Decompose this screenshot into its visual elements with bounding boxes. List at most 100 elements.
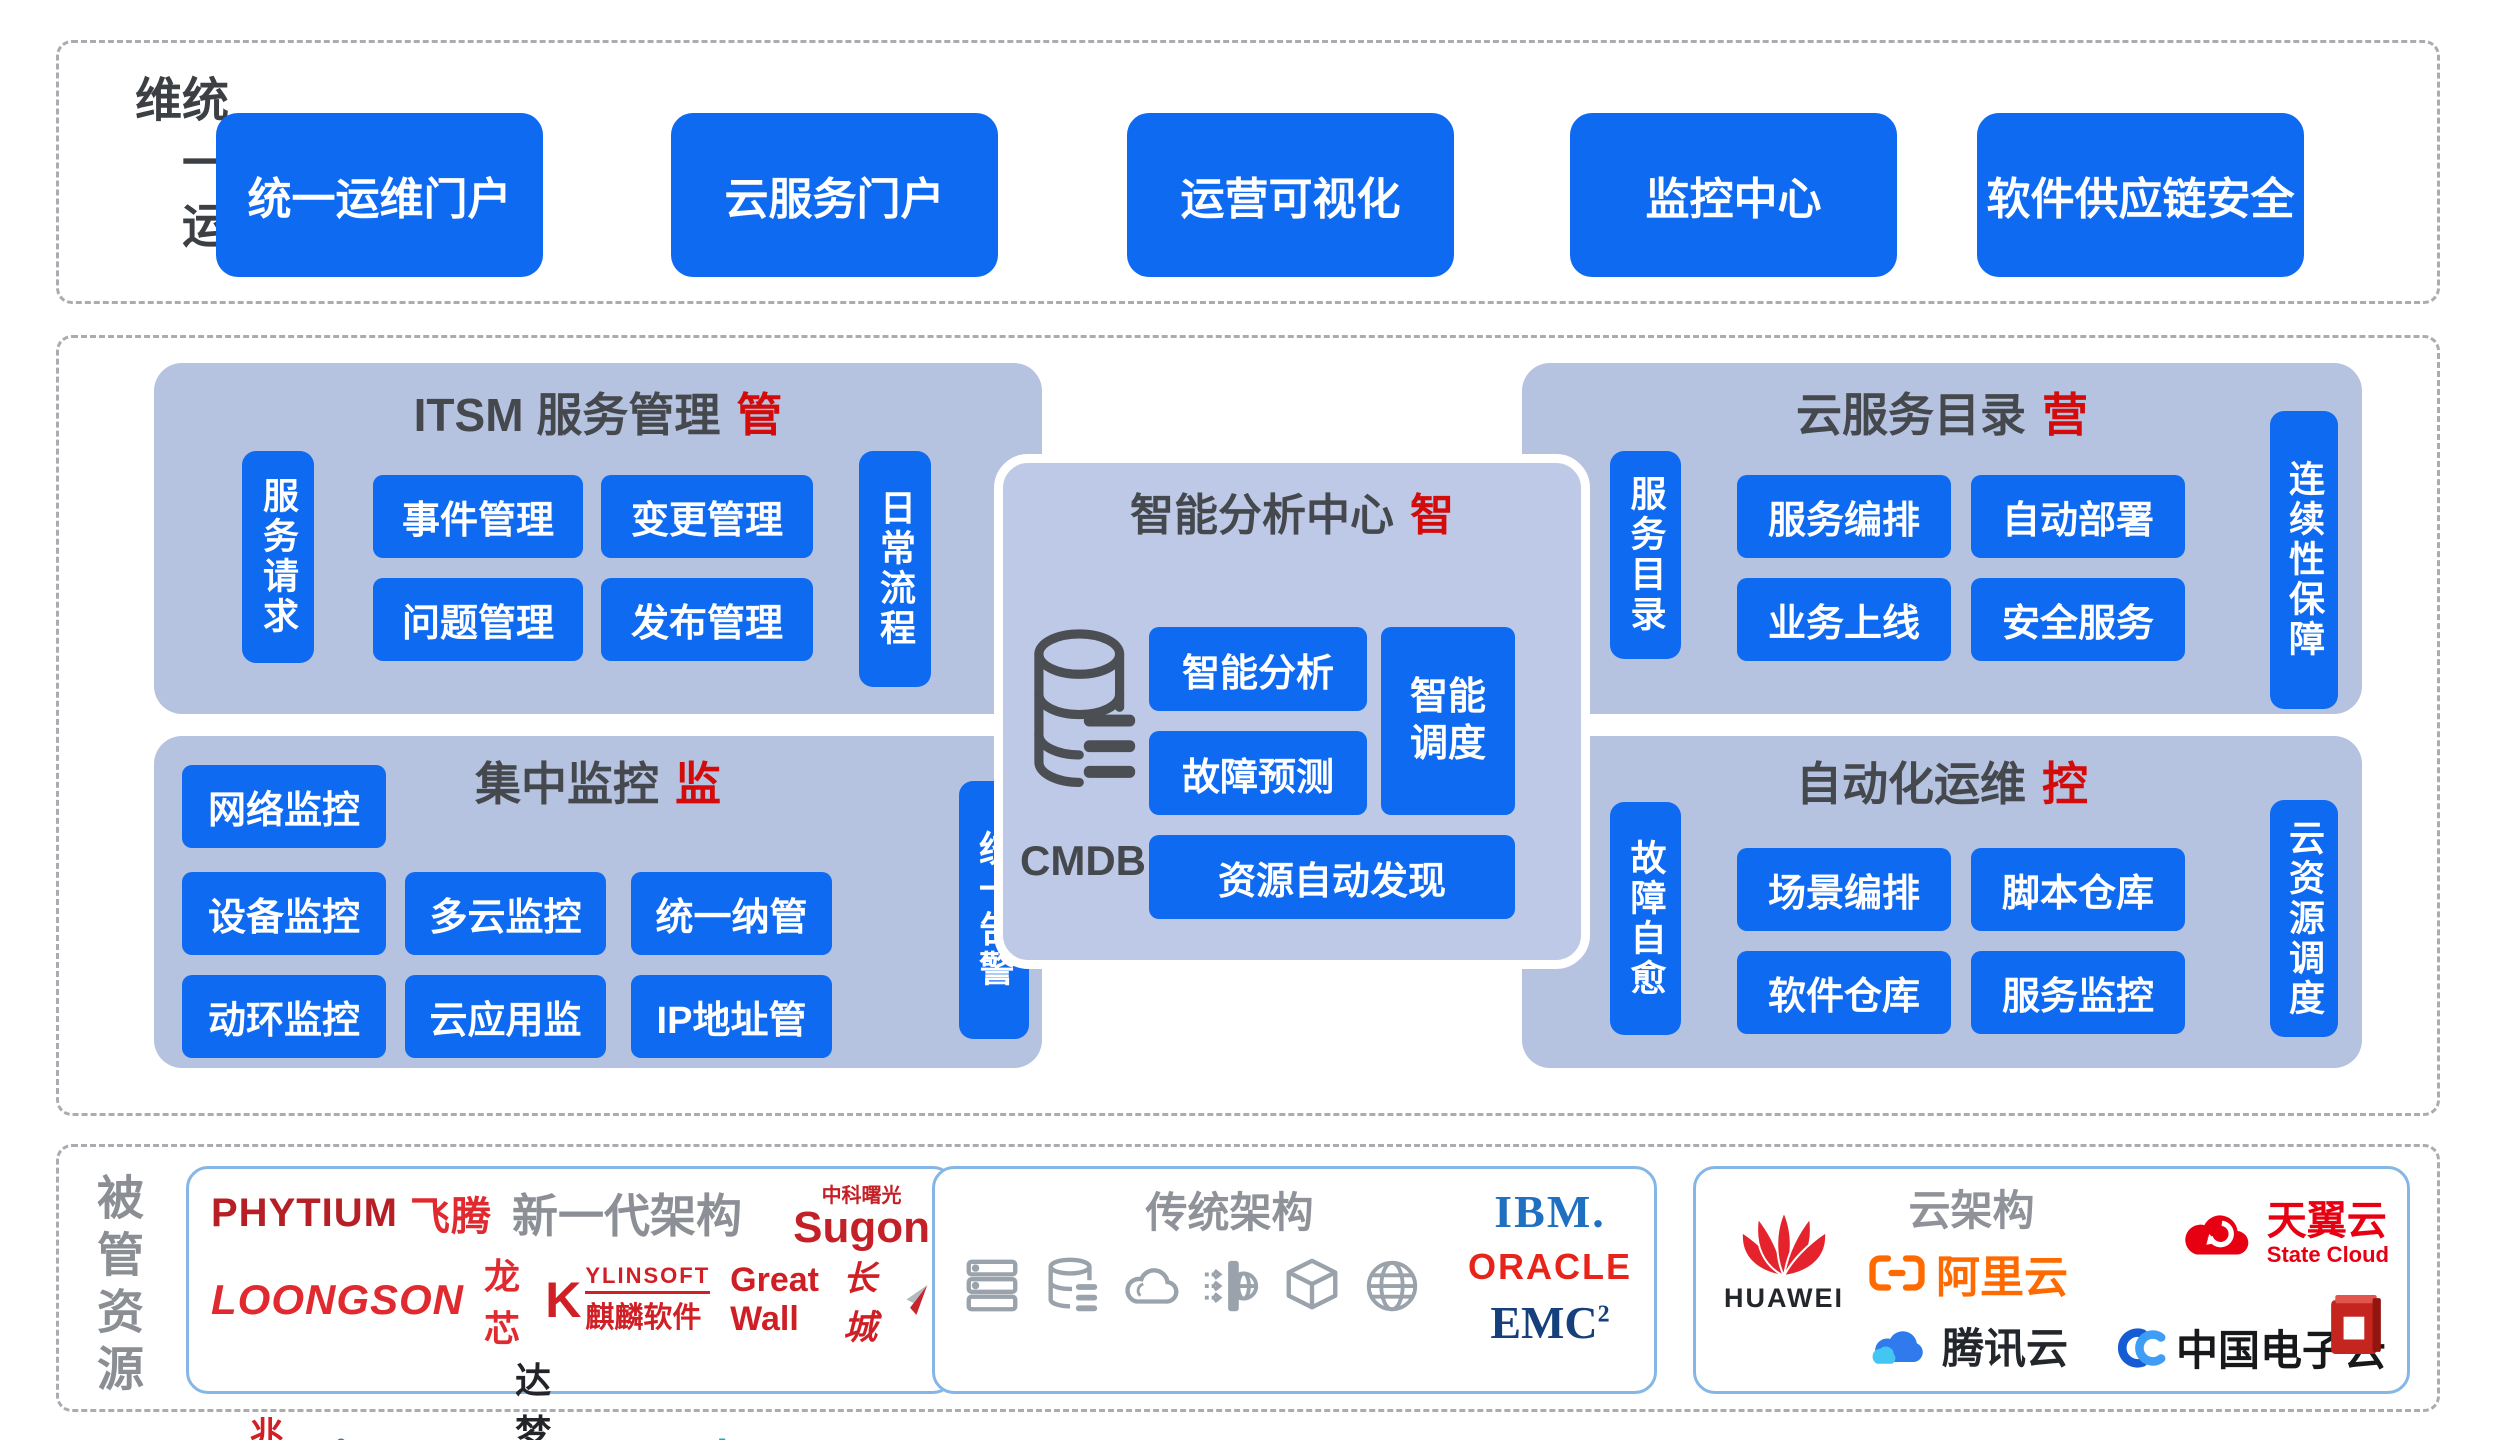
unified-access-block: 统一纳管 [631,872,832,955]
automation-tag: 控 [2042,758,2088,810]
emc-logo: EMC2 [1490,1297,1610,1348]
cloud-app-monitoring-block: 云应用监 [405,975,606,1058]
monitoring-tag: 监 [675,758,721,810]
fault-prediction-block: 故障预测 [1149,731,1367,815]
ctyun-logo: 天翼云 State Cloud [2177,1199,2389,1267]
sunway-icon [323,1438,359,1440]
self-healing-block: 故障自愈 [1610,802,1681,1035]
loongson-cn-logo: 龙芯 [484,1255,522,1349]
incident-mgmt-block: 事件管理 [373,475,583,558]
resource-auto-discovery-block: 资源自动发现 [1149,835,1515,919]
phytium-logo: PHYTIUM [211,1190,398,1235]
cloud-icon [1125,1268,1179,1304]
monitoring-center-block: 监控中心 [1570,113,1897,277]
cube-icon [1286,1258,1338,1310]
monitoring-panel-title: 集中监控监 [154,748,1042,814]
central-monitoring-panel: 集中监控监 网络监控 设备监控 多云监控 统一纳管 动环监控 云应用监 IP地址… [154,736,1042,1068]
automation-panel-title: 自动化运维控 [1522,748,2362,814]
ctyun-wordmark: 天翼云 [2266,1199,2387,1243]
intelligent-analysis-panel: 智能分析中心智 CMDB 智能分析 故障预测 智能调度 [994,454,1590,969]
catalog-panel-title: 云服务目录营 [1522,379,2362,445]
sunway-logo: sunway [371,1433,466,1440]
facility-monitoring-block: 动环监控 [182,975,386,1058]
analysis-tag: 智 [1410,491,1454,540]
phytium-cn-logo: 飞腾 [410,1195,492,1240]
auto-deploy-block: 自动部署 [1971,475,2185,558]
cec-cloud-icon [2118,1327,2166,1368]
ops-visualization-block: 运营可视化 [1127,113,1454,277]
managed-resources-side-label: 被管资源 [90,1173,143,1401]
continuity-assurance-block: 连续性保障 [2270,411,2338,709]
ibm-logo: IBM. [1494,1186,1606,1237]
newgen-title: 新一代架构 [512,1190,742,1243]
ctyun-en-wordmark: State Cloud [2266,1242,2389,1267]
globe-icon [1366,1260,1418,1312]
huawei-wordmark: HUAWEI [1724,1283,1844,1313]
service-request-block: 服务请求 [242,451,314,663]
dameng-icon [488,1434,507,1440]
itsm-title-text: ITSM 服务管理 [413,389,721,441]
tencent-cloud-logo: 腾讯云 [1868,1315,2068,1376]
huawei-logo: HUAWEI [1724,1209,1844,1314]
analysis-title-text: 智能分析中心 [1130,491,1394,540]
cmdb-database-icon [1034,629,1136,787]
tencent-cloud-icon [1872,1330,1923,1364]
portal-cloud-service-block: 云服务门户 [671,113,998,277]
release-mgmt-block: 发布管理 [601,578,813,661]
oracle-logo: ORACLE [1468,1246,1632,1287]
ip-address-mgmt-block: IP地址管 [631,975,832,1058]
cloud-catalog-panel: 云服务目录营 服务目录 服务编排 自动部署 业务上线 安全服务 连续性保障 [1522,363,2362,714]
alibaba-cloud-icon [1869,1255,1925,1291]
gateway-icon [1204,1260,1259,1312]
apusic-logo: Apusic [598,1431,751,1440]
service-orchestration-block: 服务编排 [1737,475,1951,558]
traditional-vendors-column: IBM. ORACLE EMC2 [1468,1185,1632,1349]
multicloud-monitoring-block: 多云监控 [405,872,606,955]
kylinsoft-logo: YLINSOFT [585,1263,711,1295]
network-monitoring-block: 网络监控 [182,765,386,848]
ctyun-cloud-icon [2185,1215,2249,1255]
alibaba-cloud-logo: 阿里云 [1868,1241,2068,1305]
traditional-title: 传统架构 [1145,1189,1314,1236]
itsm-tag: 管 [736,389,783,441]
automation-title-text: 自动化运维 [1796,758,2026,810]
software-repo-block: 软件仓库 [1737,951,1951,1034]
monitoring-title-text: 集中监控 [475,758,659,810]
cloud-architecture-box: 云架构 HUAWEI [1693,1166,2410,1394]
alibaba-cloud-wordmark: 阿里云 [1936,1253,2068,1302]
scenario-orchestration-block: 场景编排 [1737,848,1951,931]
sugon-cn-logo: 中科曙光 [821,1185,902,1207]
unified-ops-section: 统一运维 统一运维门户 云服务门户 运营可视化 监控中心 软件供应链安全 [56,40,2440,304]
service-monitoring-block: 服务监控 [1971,951,2185,1034]
newgen-architecture-box: PHYTIUM 飞腾 新一代架构 中科曙光 Sugon LOONGSON 龙芯 … [186,1166,955,1440]
kunpeng-logo: Kunpeng [773,1434,938,1440]
tencent-cloud-wordmark: 腾讯云 [1942,1325,2069,1372]
unified-ops-side-label: 统一运维 [128,75,228,264]
platform-section: ITSM 服务管理管 服务请求 事件管理 变更管理 问题管理 发布管理 日常流程… [56,335,2440,1116]
sugon-logo: Sugon [793,1203,930,1252]
huawei-logo-icon [1740,1209,1828,1279]
dameng-logo: 达梦数据 [515,1359,552,1440]
script-repo-block: 脚本仓库 [1971,848,2185,931]
portal-unified-ops-block: 统一运维门户 [216,113,543,277]
problem-mgmt-block: 问题管理 [373,578,583,661]
loongson-logo: LOONGSON [211,1275,465,1323]
security-service-block: 安全服务 [1971,578,2185,661]
kylinsoft-k-logo: K [545,1271,582,1328]
kylinsoft-cn-logo: 麒麟软件 [585,1302,702,1335]
catalog-title-text: 云服务目录 [1796,389,2026,441]
analysis-panel-title: 智能分析中心智 [1003,479,1581,543]
business-launch-block: 业务上线 [1737,578,1951,661]
red-cube-icon [2331,1294,2381,1354]
managed-resources-section: 被管资源 PHYTIUM 飞腾 新一代架构 中科曙光 Sugon LOONGSO… [56,1144,2440,1440]
zhaoxin-icon [211,1434,242,1440]
rocket-icon [906,1284,928,1315]
intelligent-analysis-block: 智能分析 [1149,627,1367,711]
cloud-arch-title: 云架构 [1908,1187,2035,1234]
traditional-icons-row [961,1255,1423,1317]
itsm-panel: ITSM 服务管理管 服务请求 事件管理 变更管理 问题管理 发布管理 日常流程 [154,363,1042,714]
greatwall-cn-logo: 长城 [843,1259,878,1347]
daily-process-block: 日常流程 [859,451,931,687]
catalog-tag: 营 [2042,389,2088,441]
